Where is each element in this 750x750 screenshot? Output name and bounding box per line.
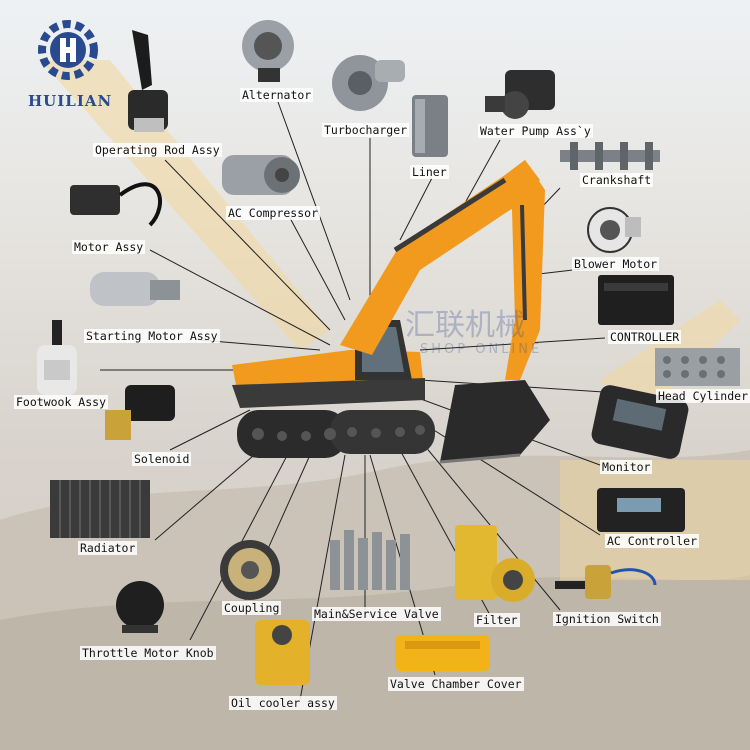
label-operating-rod: Operating Rod Assy	[93, 143, 222, 157]
label-blower-motor: Blower Motor	[572, 257, 660, 271]
label-head-cylinder: Head Cylinder	[656, 389, 750, 403]
label-ignition: Ignition Switch	[553, 612, 661, 626]
label-main-valve: Main&Service Valve	[312, 607, 441, 621]
watermark-en: SHOP ONLINE	[420, 342, 543, 357]
excavator-illustration	[232, 160, 550, 464]
bg-arm-left	[40, 60, 330, 350]
watermark-cn: 汇联机械	[405, 308, 525, 343]
label-monitor: Monitor	[600, 460, 653, 474]
label-filter: Filter	[474, 613, 520, 627]
label-liner: Liner	[410, 165, 449, 179]
label-solenoid: Solenoid	[132, 452, 192, 466]
brand-name: HUILIAN	[28, 92, 113, 110]
label-motor-assy: Motor Assy	[72, 240, 146, 254]
label-alternator: Alternator	[240, 88, 314, 102]
label-radiator: Radiator	[78, 541, 138, 555]
label-ac-compressor: AC Compressor	[226, 206, 321, 220]
label-throttle: Throttle Motor Knob	[80, 646, 216, 660]
label-coupling: Coupling	[222, 601, 282, 615]
part-images	[37, 20, 740, 685]
label-starting-motor: Starting Motor Assy	[84, 329, 220, 343]
label-crankshaft: Crankshaft	[580, 173, 654, 187]
label-ac-controller: AC Controller	[605, 534, 700, 548]
label-water-pump: Water Pump Ass`y	[478, 124, 593, 138]
label-valve-cover: Valve Chamber Cover	[388, 677, 524, 691]
label-footwook: Footwook Assy	[14, 395, 109, 409]
label-controller: CONTROLLER	[608, 330, 682, 344]
label-oil-cooler: Oil cooler assy	[229, 696, 337, 710]
label-turbocharger: Turbocharger	[322, 123, 410, 137]
